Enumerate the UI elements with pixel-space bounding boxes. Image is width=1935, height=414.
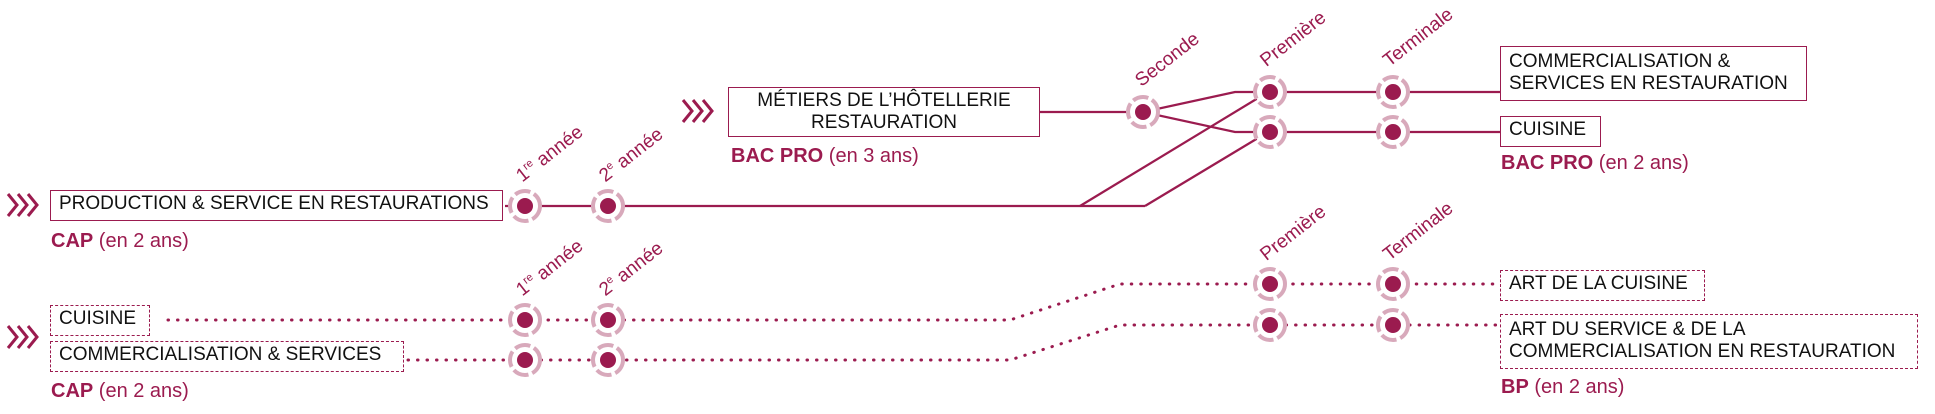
cap-cuisine-dotted-line <box>166 282 1502 322</box>
metiers-hotellerie-box: MÉTIERS DE L’HÔTELLERIE RESTAURATION <box>728 87 1040 137</box>
cuisine-bacpro-label: CUISINE <box>1509 119 1587 140</box>
node-bp-premiere-cuisine <box>1253 267 1287 301</box>
commercialisation-line2: SERVICES EN RESTAURATION <box>1509 73 1788 94</box>
node-commerc-annee1 <box>508 343 542 377</box>
node-bp-terminale-cuisine <box>1376 267 1410 301</box>
art-service-line2: COMMERCIALISATION EN RESTAURATION <box>1509 341 1896 362</box>
commercialisation-line1: COMMERCIALISATION & <box>1509 51 1731 72</box>
art-cuisine-box: ART DE LA CUISINE <box>1500 270 1705 301</box>
cap-caption-bottom: CAP (en 2 ans) <box>51 380 189 402</box>
metiers-line1: MÉTIERS DE L’HÔTELLERIE <box>757 90 1011 111</box>
bp-caption: BP (en 2 ans) <box>1501 376 1625 398</box>
node-seconde <box>1126 95 1160 129</box>
cap-caption-top: CAP (en 2 ans) <box>51 230 189 252</box>
cap-production-label: PRODUCTION & SERVICE EN RESTAURATIONS <box>59 193 489 214</box>
cap-commercialisation-label: COMMERCIALISATION & SERVICES <box>59 344 382 365</box>
node-bp-premiere-service <box>1253 308 1287 342</box>
cap-production-box: PRODUCTION & SERVICE EN RESTAURATIONS <box>50 190 503 221</box>
node-terminale-commercialisation <box>1376 75 1410 109</box>
cap-cuisine-label: CUISINE <box>59 308 137 329</box>
art-service-box: ART DU SERVICE & DE LA COMMERCIALISATION… <box>1500 314 1918 369</box>
node-cuisine-annee1 <box>508 303 542 337</box>
metiers-line2: RESTAURATION <box>810 112 958 133</box>
node-cap-annee2 <box>591 189 625 223</box>
node-bp-terminale-service <box>1376 308 1410 342</box>
node-cap-annee1 <box>508 189 542 223</box>
cap-commercialisation-dotted-line <box>406 323 1502 362</box>
node-commerc-annee2 <box>591 343 625 377</box>
node-premiere-commercialisation <box>1253 75 1287 109</box>
cap-to-premiere-lower-line <box>1144 131 1269 207</box>
cap-commercialisation-box: COMMERCIALISATION & SERVICES <box>50 341 404 372</box>
cap-cuisine-box: CUISINE <box>50 305 150 336</box>
node-group <box>508 75 1410 377</box>
cap-to-premiere-upper-line <box>1079 91 1269 207</box>
seconde-to-premiere-upper <box>1142 90 1268 114</box>
bacpro3-caption: BAC PRO (en 3 ans) <box>731 145 919 167</box>
node-cuisine-annee2 <box>591 303 625 337</box>
art-cuisine-label: ART DE LA CUISINE <box>1509 273 1688 294</box>
chevron-arrow-icon <box>681 99 714 123</box>
chevron-arrow-icon <box>6 325 39 349</box>
commercialisation-services-box: COMMERCIALISATION & SERVICES EN RESTAURA… <box>1500 46 1807 101</box>
bacpro2-caption: BAC PRO (en 2 ans) <box>1501 152 1689 174</box>
chevron-arrow-icon <box>6 193 39 217</box>
node-terminale-cuisine <box>1376 115 1410 149</box>
cuisine-bacpro-box: CUISINE <box>1500 116 1601 147</box>
art-service-line1: ART DU SERVICE & DE LA <box>1509 319 1746 340</box>
node-premiere-cuisine <box>1253 115 1287 149</box>
